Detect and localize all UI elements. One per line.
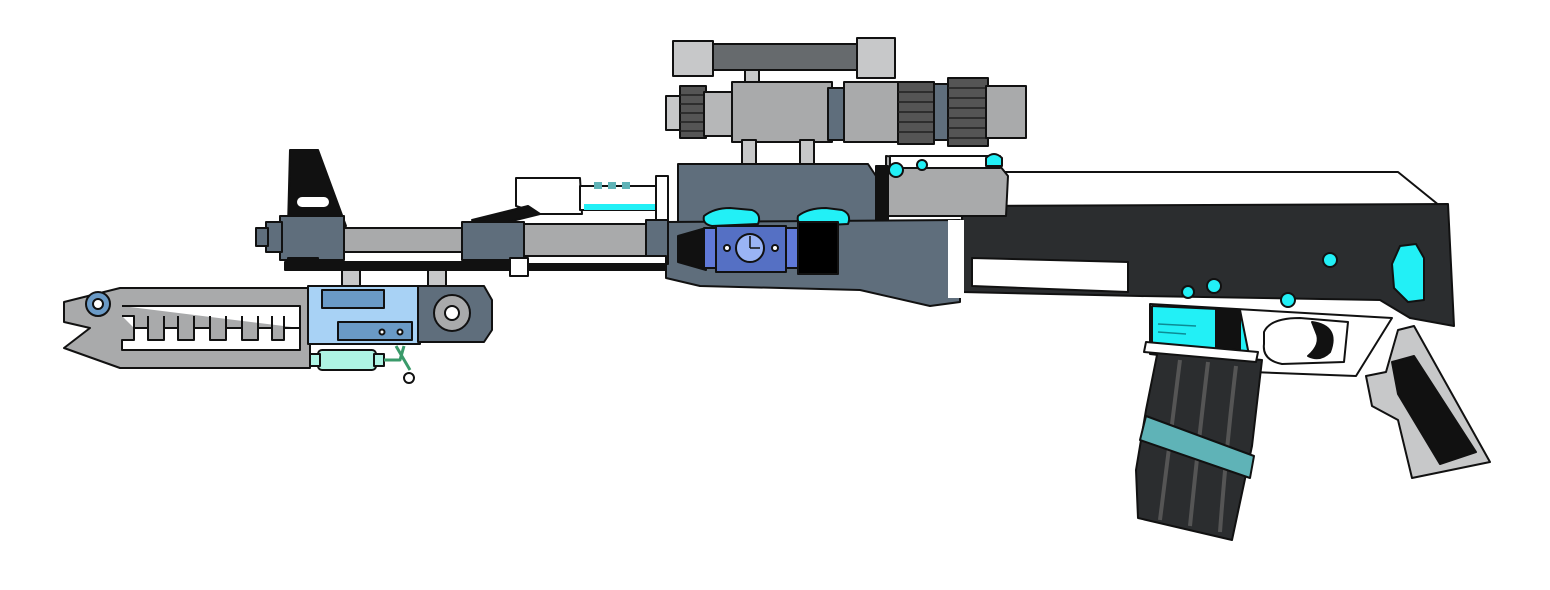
magazine: [1135, 341, 1263, 541]
stock-dot-1: [1322, 252, 1338, 268]
scope-eyepiece-knurl: [679, 85, 707, 139]
scope-turret-knurl-2: [947, 77, 989, 147]
gas-tube-cyan: [584, 204, 666, 210]
scope-mount-left: [741, 139, 757, 167]
gas-port-2: [608, 182, 616, 189]
stock-top-white: [999, 171, 1441, 207]
scope-mount-right: [799, 139, 815, 167]
scope-tube: [843, 81, 903, 143]
grip-panel: [1391, 355, 1477, 465]
receiver-dot-2: [916, 159, 928, 171]
stock-body: [961, 203, 1455, 327]
handguard-barrel: [519, 223, 661, 257]
receiver-white-strip: [948, 220, 964, 298]
receiver-dot-1: [888, 162, 904, 178]
barrel-lower-rail-light: [519, 255, 667, 265]
scope-ocular: [703, 91, 737, 137]
gas-port-1: [594, 182, 602, 189]
front-sight: [287, 149, 347, 227]
attachment-panel-top: [321, 289, 385, 309]
gas-piston-cap: [655, 175, 669, 223]
barrel-clamp: [461, 221, 525, 261]
magazine-top-lip: [1143, 341, 1259, 363]
barrel-assembly: [255, 149, 669, 277]
receiver-spacer: [875, 165, 889, 221]
scope-rail-cap-right: [856, 37, 896, 79]
muzzle-2: [255, 227, 269, 247]
scope-top-rail: [709, 43, 861, 71]
trigger-guard: [1262, 317, 1349, 365]
attachment-canister: [317, 349, 377, 371]
attachment-wire-tip: [403, 372, 415, 384]
receiver-accent-left: [702, 207, 761, 227]
attachment-wire: [384, 345, 412, 371]
claw-teeth: [121, 305, 301, 351]
stock-white-inset: [971, 257, 1129, 293]
receiver-dot-3: [985, 153, 1003, 167]
front-sight-lower: [287, 257, 319, 271]
scope-rail-cap-left: [672, 40, 714, 77]
laser-cap: [797, 221, 839, 275]
stock-dot-4: [1280, 292, 1296, 308]
gas-block-white: [515, 177, 583, 215]
scope-body: [731, 81, 833, 143]
barrel-lower-rail: [284, 261, 666, 271]
stock-cyan-slot: [1391, 243, 1425, 303]
scope: [665, 37, 1027, 167]
receiver: [665, 153, 1009, 307]
laser-cone: [677, 227, 707, 271]
stock-dot-3: [1181, 285, 1195, 299]
front-sight-hole: [295, 195, 331, 209]
attachment-panel-side: [337, 321, 413, 341]
gas-port-3: [622, 182, 630, 189]
magazine-band: [1139, 415, 1255, 479]
trigger: [1307, 321, 1334, 360]
front-sight-base: [279, 215, 345, 261]
barrel-sling-loop: [509, 257, 529, 277]
underbarrel-attachment: [63, 269, 493, 384]
stock-dot-2: [1206, 278, 1222, 294]
pistol-grip: [1365, 325, 1491, 479]
rear-sight-top: [889, 155, 1001, 169]
scope-objective: [985, 85, 1027, 139]
stock: [961, 171, 1455, 327]
